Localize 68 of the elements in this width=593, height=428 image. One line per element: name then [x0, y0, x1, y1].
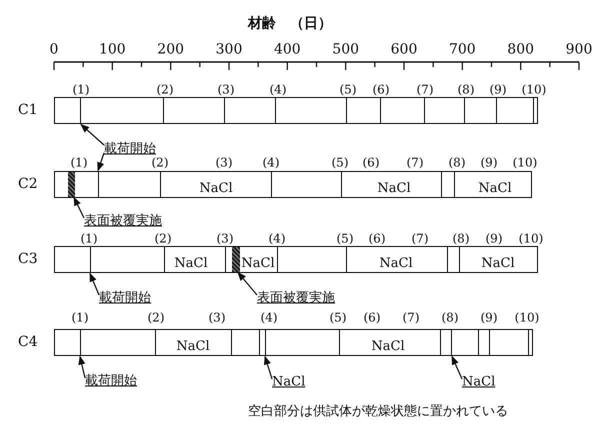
period-marker: (10) — [518, 232, 544, 246]
timeline-bar — [54, 171, 532, 198]
tick-label: 300 — [216, 44, 242, 56]
leader-arrow — [237, 272, 258, 296]
callout-label: NaCl — [272, 374, 306, 390]
period-marker: (10) — [512, 156, 538, 170]
leader-arrow — [73, 196, 85, 218]
callout-label: 載荷開始 — [85, 374, 137, 388]
period-marker: (8) — [448, 156, 466, 170]
period-marker: (1) — [70, 156, 88, 170]
axis-title: 材齢 （日） — [248, 18, 332, 30]
leader-arrow — [80, 124, 104, 146]
period-marker: (6) — [362, 156, 380, 170]
period-marker: (5) — [332, 156, 348, 170]
period-marker: (2) — [154, 232, 172, 246]
period-marker: (9) — [486, 232, 502, 246]
segment-label: NaCl — [241, 257, 275, 271]
segment-label: NaCl — [174, 257, 208, 271]
period-marker: (9) — [480, 156, 498, 170]
tick-label: 700 — [448, 44, 476, 56]
segment-label: NaCl — [379, 257, 413, 271]
period-marker: (10) — [522, 84, 546, 96]
coating-strip — [232, 247, 240, 272]
row-label: C4 — [18, 334, 38, 350]
coating-strip — [68, 172, 74, 197]
tick-label: 500 — [332, 44, 360, 56]
period-marker: (2) — [152, 156, 168, 170]
timeline-bar — [54, 97, 538, 124]
period-marker: (1) — [80, 232, 98, 246]
callout-label: 載荷開始 — [104, 142, 156, 156]
period-marker: (3) — [216, 232, 234, 246]
leader-arrow — [78, 356, 86, 378]
period-marker: (7) — [406, 156, 424, 170]
caption: 空白部分は供試体が乾燥状態に置かれている — [248, 403, 508, 420]
period-marker: (10) — [514, 312, 540, 324]
timeline-bar — [54, 329, 533, 356]
tick-label: 600 — [390, 44, 418, 56]
tick-label: 200 — [157, 44, 184, 56]
callout-label: 表面被覆実施 — [84, 214, 162, 228]
period-marker: (6) — [368, 232, 386, 246]
segment-label: NaCl — [481, 257, 515, 271]
period-marker: (8) — [452, 232, 470, 246]
callout-label: NaCl — [462, 374, 496, 390]
leader-arrow — [451, 356, 463, 380]
callout-label: 載荷開始 — [99, 290, 151, 306]
tick-label: 0 — [50, 44, 58, 56]
tick-label: 800 — [507, 44, 534, 56]
period-marker: (5) — [336, 232, 354, 246]
row-label: C2 — [18, 176, 38, 192]
callout-label: 表面被覆実施 — [257, 290, 335, 306]
segment-label: NaCl — [377, 182, 411, 196]
tick-label: 900 — [566, 44, 592, 56]
leader-arrow — [97, 152, 105, 172]
tick-label: 100 — [98, 44, 126, 56]
period-marker: (3) — [216, 156, 232, 170]
period-marker: (7) — [412, 232, 428, 246]
tick-label: 400 — [274, 44, 301, 56]
segment-label: NaCl — [199, 182, 233, 196]
row-label: C1 — [18, 102, 38, 118]
timeline-bar — [54, 246, 538, 273]
period-marker: (4) — [262, 156, 280, 170]
row-label: C3 — [18, 251, 38, 267]
leader-arrow — [89, 272, 100, 296]
segment-label: NaCl — [478, 182, 512, 196]
leader-arrow — [264, 356, 273, 380]
segment-label: NaCl — [176, 340, 210, 354]
segment-label: NaCl — [371, 340, 405, 354]
period-marker: (4) — [268, 232, 286, 246]
